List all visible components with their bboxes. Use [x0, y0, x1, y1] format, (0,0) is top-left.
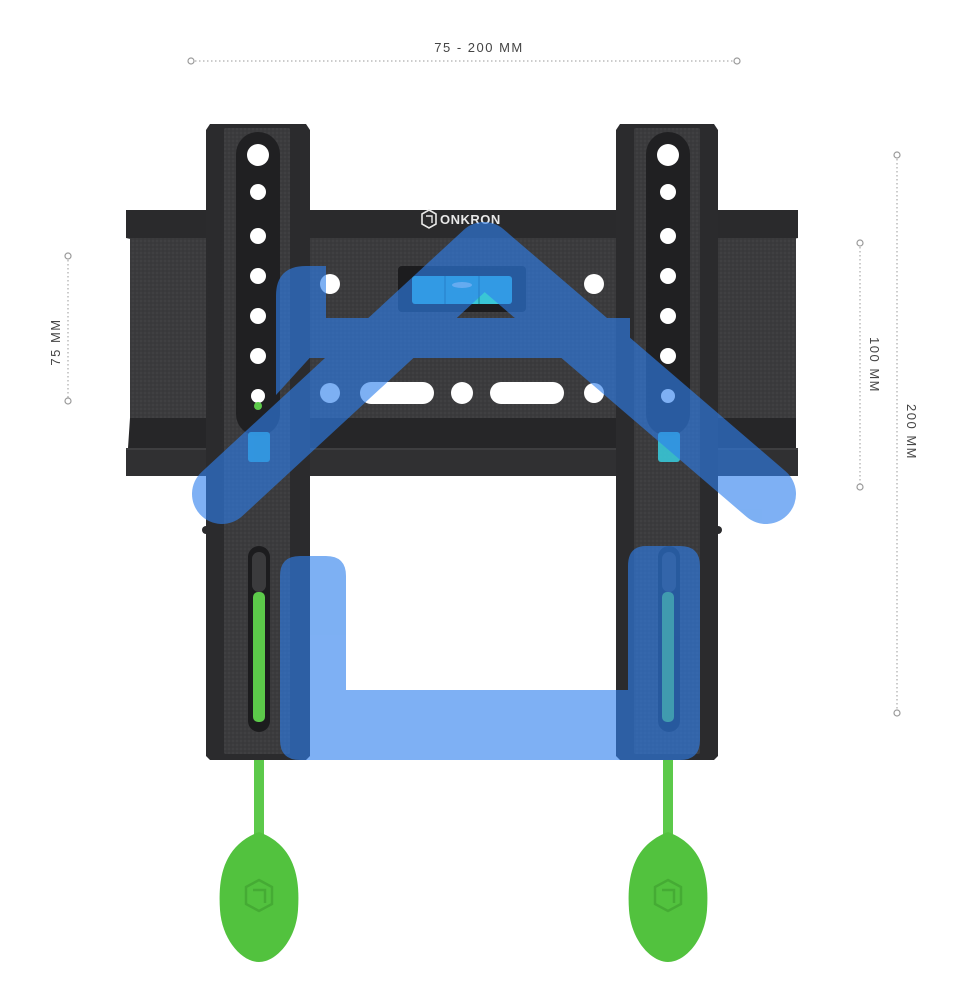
tag-logo-icon: [653, 878, 683, 913]
left-safety-strap: [253, 592, 265, 838]
right-strap-tag: [628, 832, 708, 962]
dimension-top: 75 - 200 MM: [187, 40, 741, 65]
dimension-right-outer: 200 MM: [893, 151, 919, 717]
onkron-cube-icon: [421, 209, 437, 229]
dimension-right-outer-label: 200 MM: [904, 404, 919, 460]
home-icon: [192, 222, 796, 760]
dimension-right-inner: 100 MM: [856, 239, 882, 491]
left-strap-tag: [219, 832, 299, 962]
dimension-left-label: 75 MM: [48, 318, 63, 365]
tag-logo-icon: [244, 878, 274, 913]
dimension-top-label: 75 - 200 MM: [434, 40, 523, 55]
dimension-right-inner-label: 100 MM: [867, 337, 882, 393]
dimension-left: 75 MM: [48, 252, 72, 405]
